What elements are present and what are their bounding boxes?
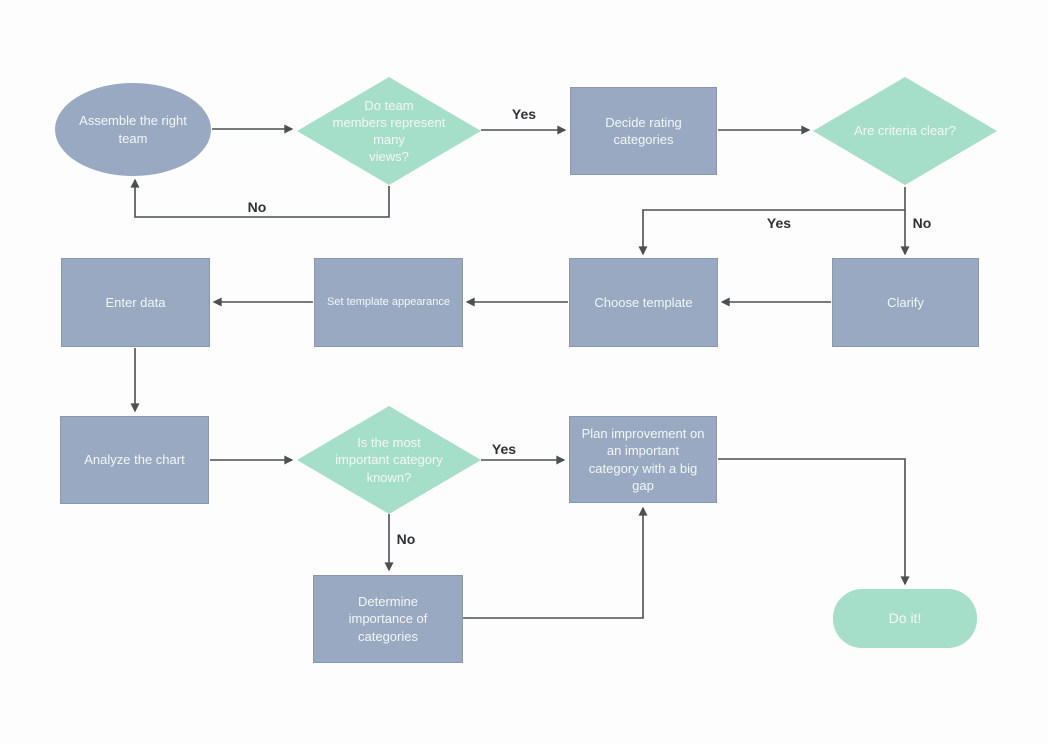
edge-label-d2-no[interactable]: No <box>912 215 932 231</box>
node-enter-data[interactable]: Enter data <box>61 258 210 347</box>
connector-d2-yes-to-choose[interactable] <box>638 209 905 256</box>
edge-label-d3-yes[interactable]: Yes <box>491 441 517 457</box>
connector-d1-no-to-assemble[interactable] <box>130 178 390 218</box>
node-label: Assemble the right team <box>79 113 187 146</box>
connector-plan-to-do-it[interactable] <box>718 458 910 586</box>
node-set-template-appearance[interactable]: Set template appearance <box>314 258 463 347</box>
edge-label-d1-yes[interactable]: Yes <box>511 106 537 122</box>
node-clarify[interactable]: Clarify <box>832 258 979 347</box>
node-choose-template[interactable]: Choose template <box>569 258 718 347</box>
node-label: Plan improvement on an important categor… <box>581 426 705 493</box>
node-label: Decide rating categories <box>605 114 682 147</box>
node-label: Is the most important category known? <box>335 435 443 485</box>
node-analyze-the-chart[interactable]: Analyze the chart <box>60 416 209 504</box>
node-label: Do team members represent many views? <box>332 97 446 165</box>
connector-determine-to-plan[interactable] <box>463 506 648 619</box>
edge-label-d3-no[interactable]: No <box>396 531 416 547</box>
node-label: Determine importance of categories <box>348 594 428 644</box>
edge-label-d1-no[interactable]: No <box>247 199 267 215</box>
node-plan-improvement-on-category[interactable]: Plan improvement on an important categor… <box>569 416 717 503</box>
node-label: Set template appearance <box>327 296 450 309</box>
node-label: Clarify <box>887 294 924 310</box>
node-label: Choose template <box>594 294 693 310</box>
node-label: Analyze the chart <box>84 452 185 468</box>
node-decide-rating-categories[interactable]: Decide rating categories <box>570 87 717 175</box>
node-determine-importance-of-categories[interactable]: Determine importance of categories <box>313 575 463 663</box>
node-label: Are criteria clear? <box>854 123 956 139</box>
node-label: Enter data <box>105 294 166 310</box>
node-label: Do it! <box>888 610 922 627</box>
node-assemble-the-right-team[interactable]: Assemble the right team <box>55 83 211 176</box>
node-do-it-terminal[interactable]: Do it! <box>833 589 977 648</box>
edge-label-d2-yes[interactable]: Yes <box>766 215 792 231</box>
